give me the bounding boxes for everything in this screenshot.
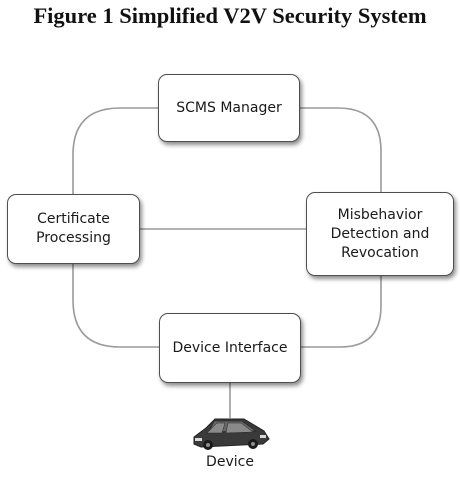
certificate-processing-label: Certificate Processing — [36, 211, 111, 246]
certificate-processing-box: Certificate Processing — [7, 194, 140, 264]
car-taillight — [260, 435, 266, 438]
car-rear-hub — [251, 442, 255, 446]
connector-misbehavior-to-device-interface — [301, 276, 382, 348]
car-window-right — [225, 422, 254, 434]
figure-title: Figure 1 Simplified V2V Security System — [33, 3, 427, 28]
device-interface-box: Device Interface — [159, 313, 301, 383]
device-interface-label: Device Interface — [172, 339, 288, 356]
misbehavior-detection-label: Misbehavior Detection and Revocation — [330, 206, 430, 261]
car-front-hub — [206, 443, 210, 447]
device-label: Device — [206, 454, 254, 470]
car-headlight — [195, 438, 202, 441]
misbehavior-detection-box: Misbehavior Detection and Revocation — [306, 192, 454, 276]
car-icon — [193, 418, 270, 450]
car-window-left — [206, 422, 226, 434]
scms-manager-box: SCMS Manager — [158, 74, 300, 142]
scms-manager-label: SCMS Manager — [176, 99, 282, 116]
connector-scms-to-misbehavior — [300, 107, 382, 192]
connector-scms-to-certificate — [72, 107, 158, 194]
connector-certificate-to-device-interface — [72, 264, 159, 348]
